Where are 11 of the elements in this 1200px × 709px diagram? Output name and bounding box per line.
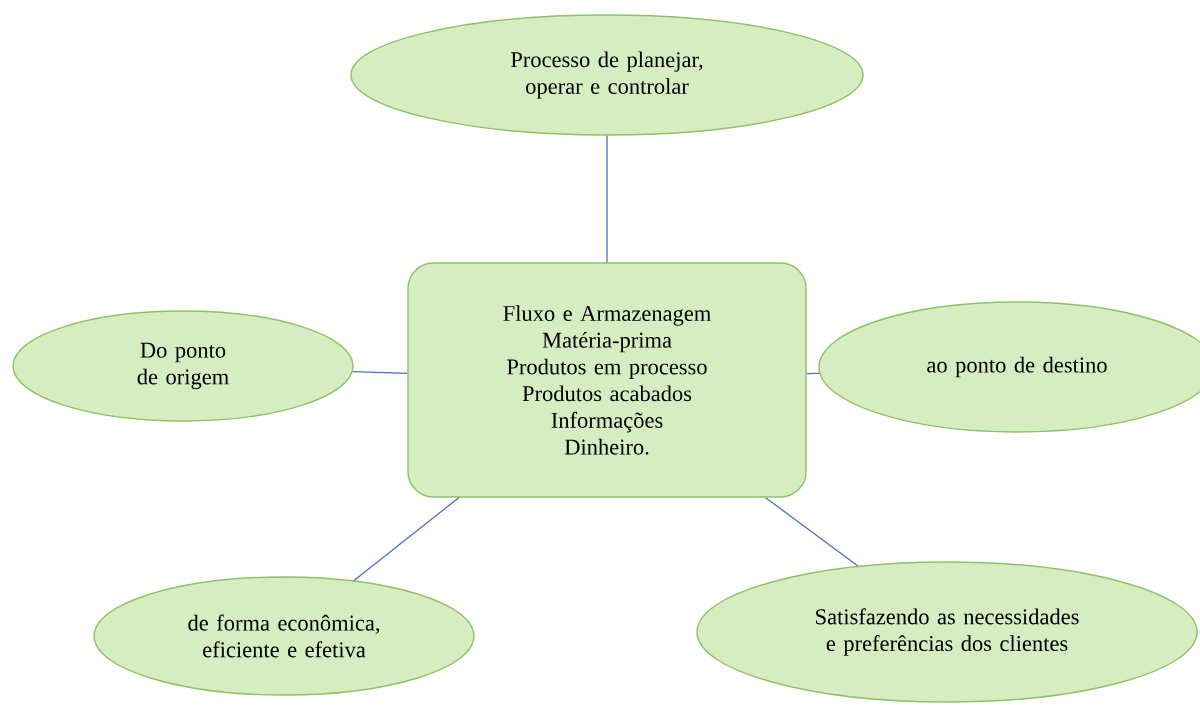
ellipse-node: ao ponto de destino — [818, 301, 1200, 433]
ellipse-node: Do ponto de origem — [12, 310, 354, 422]
rounded-box: Fluxo e Armazenagem Matéria-prima Produtos em processo Produtos acabados Informações Dinheiro. — [407, 262, 807, 498]
connector-line — [806, 372, 820, 375]
connector-line — [353, 497, 460, 582]
connector-line — [606, 135, 608, 263]
ellipse-node: de forma econômica, eficiente e efetiva — [93, 576, 475, 696]
ellipse-node: Satisfazendo as necessidades e preferências dos clientes — [696, 561, 1198, 703]
ellipse-node: Processo de planejar, operar e controlar — [350, 14, 864, 136]
connector-line — [352, 370, 408, 375]
connector-line — [765, 497, 859, 567]
